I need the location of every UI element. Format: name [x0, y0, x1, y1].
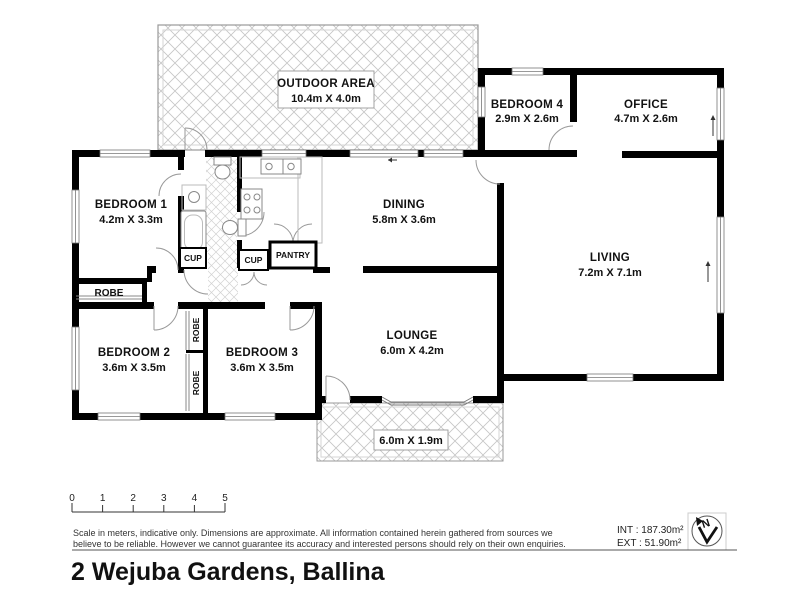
- north-arrow-icon: N: [696, 517, 719, 545]
- entry-arrow-icon: [388, 157, 397, 163]
- window: [511, 67, 544, 76]
- svg-text:4.7m X 2.6m: 4.7m X 2.6m: [614, 113, 678, 125]
- door-arc: [548, 125, 574, 151]
- door-arc: [253, 271, 268, 286]
- door-arc: [158, 173, 182, 197]
- disclaimer-line-2: believe to be reliable. However we canno…: [73, 539, 566, 549]
- address-title: 2 Wejuba Gardens, Ballina: [71, 558, 386, 586]
- scale-tick: 3: [161, 493, 167, 504]
- robe-label-vertical: ROBE: [191, 317, 201, 342]
- scale-tick: 2: [130, 493, 136, 504]
- room-label-bedroom-1: BEDROOM 1 4.2m X 3.3m: [95, 199, 168, 226]
- door-arc: [289, 305, 315, 331]
- window: [423, 149, 464, 158]
- room-label-bedroom-3: BEDROOM 3 3.6m X 3.5m: [226, 347, 298, 374]
- window: [716, 216, 725, 314]
- door-arc: [153, 305, 179, 331]
- cupboard-right: [238, 249, 269, 271]
- disclaimer-line-1: Scale in meters, indicative only. Dimens…: [73, 528, 553, 538]
- disclaimer: Scale in meters, indicative only. Dimens…: [73, 528, 566, 549]
- svg-text:5.8m X 3.6m: 5.8m X 3.6m: [372, 214, 436, 226]
- door-arc: [325, 375, 351, 401]
- door-arc: [183, 269, 209, 295]
- window-arrow-icon: [710, 115, 716, 136]
- window: [71, 189, 80, 244]
- svg-text:BEDROOM 4: BEDROOM 4: [491, 99, 564, 111]
- scale-tick: 5: [222, 493, 228, 504]
- sliding-door: [381, 396, 474, 406]
- door-arc: [273, 223, 294, 244]
- window: [224, 412, 276, 421]
- door-arc: [184, 127, 208, 151]
- room-label-bedroom-4: BEDROOM 4 2.9m X 2.6m: [491, 99, 564, 125]
- internal-area: INT : 187.30m²: [617, 525, 684, 536]
- door-arc: [155, 247, 179, 271]
- external-area: EXT : 51.90m²: [617, 538, 682, 549]
- outdoor-area-title: OUTDOOR AREA: [277, 78, 375, 90]
- outdoor-area-dims: 10.4m X 4.0m: [291, 93, 361, 105]
- svg-text:3.6m X 3.5m: 3.6m X 3.5m: [102, 362, 166, 374]
- walls: [72, 68, 724, 420]
- window: [99, 149, 151, 158]
- robe-doors: [76, 295, 142, 300]
- outdoor-area-bottom: 6.0m X 1.9m: [316, 402, 504, 462]
- robe-label-vertical: ROBE: [191, 370, 201, 395]
- cupboard-left: [179, 247, 207, 269]
- vanity-basin-icon: [181, 184, 207, 211]
- svg-text:OFFICE: OFFICE: [624, 99, 668, 111]
- door-arc: [475, 159, 501, 185]
- tiled-floor: [206, 157, 238, 302]
- svg-text:6.0m X 4.2m: 6.0m X 4.2m: [380, 345, 444, 357]
- door-arc: [240, 271, 255, 286]
- room-label-bedroom-2: BEDROOM 2 3.6m X 3.5m: [98, 347, 170, 374]
- svg-text:BEDROOM 3: BEDROOM 3: [226, 347, 298, 359]
- svg-text:BEDROOM 2: BEDROOM 2: [98, 347, 170, 359]
- window: [71, 326, 80, 391]
- svg-text:LOUNGE: LOUNGE: [387, 330, 438, 342]
- outdoor-area-top: OUTDOOR AREA 10.4m X 4.0m: [157, 24, 479, 151]
- room-label-living: LIVING 7.2m X 7.1m: [578, 252, 642, 279]
- svg-text:7.2m X 7.1m: 7.2m X 7.1m: [578, 267, 642, 279]
- window: [97, 412, 141, 421]
- cup-right-label: CUP: [245, 255, 263, 265]
- windows: [71, 67, 725, 421]
- doors: [153, 125, 574, 401]
- svg-text:2.9m X 2.6m: 2.9m X 2.6m: [495, 113, 559, 125]
- svg-text:3.6m X 3.5m: 3.6m X 3.5m: [230, 362, 294, 374]
- cup-left-label: CUP: [184, 253, 202, 263]
- robe-strip: [185, 311, 203, 411]
- scale-tick: 0: [69, 493, 75, 504]
- scale-tick: 4: [192, 493, 198, 504]
- scale-bar: 0 1 2 3 4 5: [69, 493, 228, 513]
- window: [349, 149, 419, 158]
- svg-text:DINING: DINING: [383, 199, 425, 211]
- stove-icon: [240, 188, 263, 220]
- svg-text:BEDROOM 1: BEDROOM 1: [95, 199, 168, 211]
- svg-text:4.2m X 3.3m: 4.2m X 3.3m: [99, 214, 163, 226]
- toilet-icon: [222, 218, 247, 237]
- pantry-closet: [268, 240, 318, 270]
- toilet-icon: [213, 156, 232, 180]
- window: [716, 87, 725, 141]
- kitchen-sink-icon: [260, 158, 302, 175]
- window-arrow-icon: [705, 261, 711, 282]
- room-labels: BEDROOM 4 2.9m X 2.6m OFFICE 4.7m X 2.6m…: [95, 99, 678, 395]
- robe-label: ROBE: [95, 288, 124, 299]
- window: [261, 149, 307, 158]
- area-summary: INT : 187.30m² EXT : 51.90m²: [617, 525, 684, 549]
- window: [477, 86, 486, 118]
- outdoor-bottom-dims: 6.0m X 1.9m: [379, 435, 443, 447]
- room-label-dining: DINING 5.8m X 3.6m: [372, 199, 436, 226]
- window: [586, 373, 634, 382]
- pantry-label: PANTRY: [276, 250, 310, 260]
- svg-text:N: N: [700, 517, 711, 531]
- door-arc: [292, 223, 313, 244]
- scale-tick: 1: [100, 493, 106, 504]
- fixtures: [76, 115, 716, 411]
- room-label-office: OFFICE 4.7m X 2.6m: [614, 99, 678, 125]
- room-label-lounge: LOUNGE 6.0m X 4.2m: [380, 330, 444, 357]
- svg-text:LIVING: LIVING: [590, 252, 630, 264]
- north-compass: N: [687, 512, 727, 551]
